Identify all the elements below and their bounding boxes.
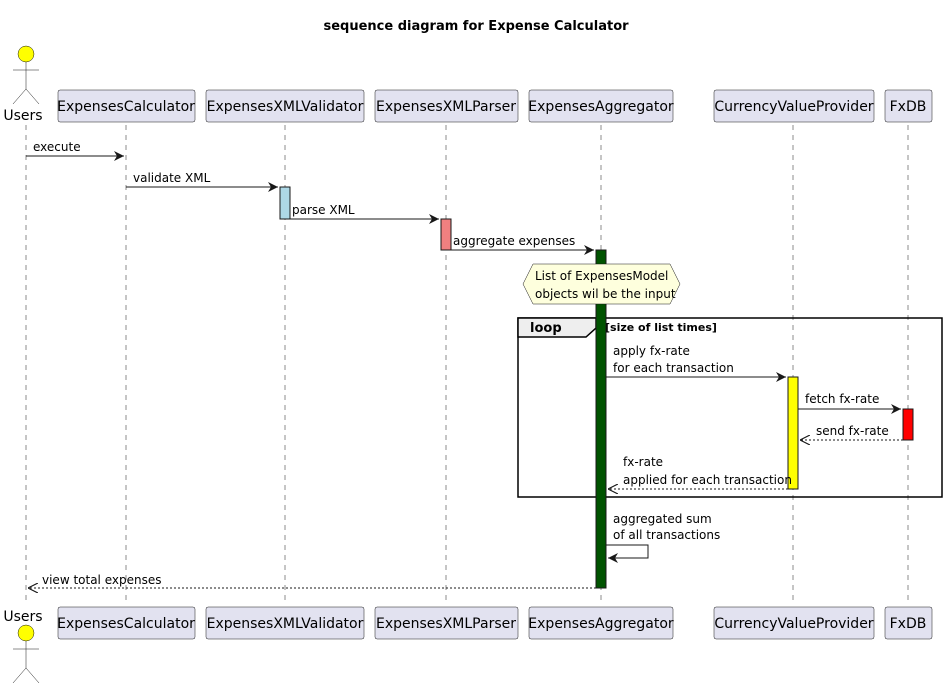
- messages: execute validate XML parse XML aggregate…: [26, 140, 903, 588]
- svg-text:ExpensesAggregator: ExpensesAggregator: [528, 99, 674, 115]
- svg-text:ExpensesCalculator: ExpensesCalculator: [57, 616, 195, 632]
- message-validate-xml: validate XML: [126, 171, 278, 192]
- message-label-line-1: apply fx-rate: [613, 344, 690, 358]
- svg-text:ExpensesXMLValidator: ExpensesXMLValidator: [207, 99, 364, 115]
- actor-users-top: Users: [3, 45, 43, 124]
- participant-currency-value-provider: CurrencyValueProvider: [713, 89, 875, 123]
- svg-text:ExpensesXMLParser: ExpensesXMLParser: [376, 99, 516, 115]
- activation-expenses-aggregator: [595, 249, 607, 589]
- note-text-line-2: objects wil be the input: [535, 287, 676, 301]
- participant-expenses-aggregator: ExpensesAggregator: [528, 89, 674, 123]
- message-label-line-2: of all transactions: [613, 528, 720, 542]
- message-apply-fx-rate: apply fx-rate for each transaction: [606, 344, 786, 382]
- participant-expenses-calculator: ExpensesCalculator: [57, 89, 196, 123]
- diagram-title: sequence diagram for Expense Calculator: [323, 19, 629, 34]
- actor-head-icon: [17, 45, 35, 63]
- message-label: aggregate expenses: [453, 234, 575, 248]
- participant-expenses-aggregator: ExpensesAggregator: [528, 606, 674, 640]
- message-parse-xml: parse XML: [290, 203, 439, 224]
- participant-expenses-xml-parser: ExpensesXMLParser: [374, 89, 519, 123]
- svg-text:ExpensesXMLParser: ExpensesXMLParser: [376, 616, 516, 632]
- message-fx-rate-applied: fx-rate applied for each transaction: [608, 455, 792, 489]
- message-label-line-2: applied for each transaction: [623, 473, 792, 487]
- activations: [279, 186, 914, 589]
- participants-top: ExpensesCalculator ExpensesXMLValidator …: [57, 89, 933, 123]
- participant-currency-value-provider: CurrencyValueProvider: [713, 606, 875, 640]
- message-label-line-1: aggregated sum: [613, 512, 712, 526]
- participant-expenses-xml-parser: ExpensesXMLParser: [374, 606, 519, 640]
- svg-text:FxDB: FxDB: [890, 99, 927, 115]
- loop-condition: [size of list times]: [605, 321, 717, 334]
- svg-text:ExpensesXMLValidator: ExpensesXMLValidator: [207, 616, 364, 632]
- lifelines: [25, 125, 909, 605]
- actor-body-icon: [12, 641, 40, 684]
- note-shape: [522, 263, 681, 305]
- message-label-line-2: for each transaction: [613, 361, 734, 375]
- message-send-fx-rate: send fx-rate: [800, 424, 903, 440]
- actor-head-icon: [17, 624, 35, 642]
- loop-frame: [517, 317, 943, 498]
- message-label-line-1: fx-rate: [623, 455, 663, 469]
- message-label: view total expenses: [42, 573, 161, 587]
- message-aggregated-sum: aggregated sum of all transactions: [606, 512, 720, 563]
- participant-expenses-calculator: ExpensesCalculator: [57, 606, 196, 640]
- message-label: validate XML: [133, 171, 211, 185]
- message-execute: execute: [26, 140, 124, 161]
- message-fetch-fx-rate: fetch fx-rate: [798, 392, 901, 414]
- activation-expenses-xml-parser: [440, 218, 452, 251]
- svg-text:CurrencyValueProvider: CurrencyValueProvider: [714, 616, 873, 632]
- note: List of ExpensesModel objects wil be the…: [522, 263, 681, 305]
- actor-body-icon: [12, 62, 40, 105]
- message-label: send fx-rate: [816, 424, 889, 438]
- actor-label: Users: [3, 609, 42, 625]
- participant-fxdb: FxDB: [884, 606, 933, 640]
- svg-text:ExpensesCalculator: ExpensesCalculator: [57, 99, 195, 115]
- message-arrow: [606, 544, 649, 563]
- actor-users-bottom: Users: [3, 609, 43, 684]
- activation-expenses-xml-validator: [279, 186, 291, 220]
- participant-fxdb: FxDB: [884, 89, 933, 123]
- svg-text:ExpensesAggregator: ExpensesAggregator: [528, 616, 674, 632]
- participants-bottom: ExpensesCalculator ExpensesXMLValidator …: [57, 606, 933, 640]
- message-aggregate-expenses: aggregate expenses: [451, 234, 594, 255]
- message-label: fetch fx-rate: [805, 392, 879, 406]
- loop-fragment: loop [size of list times]: [517, 317, 943, 498]
- activation-fxdb: [902, 408, 914, 441]
- participant-expenses-xml-validator: ExpensesXMLValidator: [205, 89, 365, 123]
- activation-currency-value-provider: [787, 376, 799, 490]
- note-text-line-1: List of ExpensesModel: [535, 269, 668, 283]
- actor-label: Users: [3, 108, 42, 124]
- svg-text:CurrencyValueProvider: CurrencyValueProvider: [714, 99, 873, 115]
- message-label: parse XML: [292, 203, 355, 217]
- participant-expenses-xml-validator: ExpensesXMLValidator: [205, 606, 365, 640]
- message-view-total-expenses: view total expenses: [28, 573, 596, 588]
- loop-tab: [517, 317, 597, 338]
- message-label: execute: [33, 140, 81, 154]
- loop-keyword: loop: [530, 321, 562, 336]
- svg-text:FxDB: FxDB: [890, 616, 927, 632]
